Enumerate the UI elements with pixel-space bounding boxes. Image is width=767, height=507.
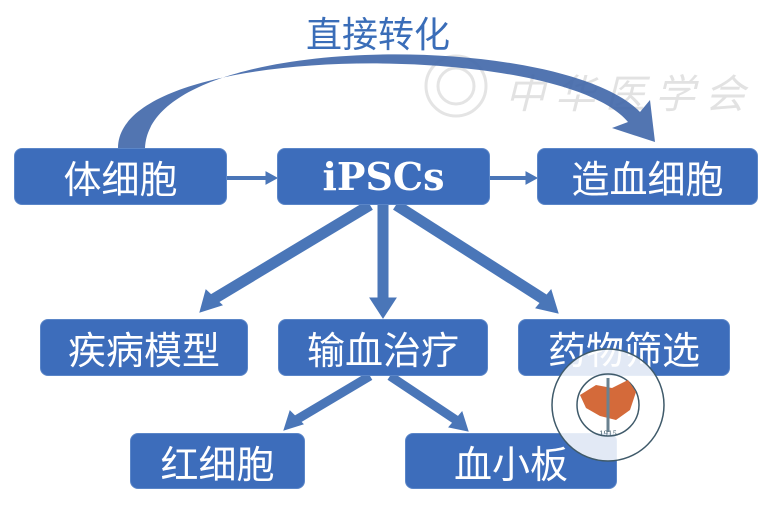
node-hematopoietic-cell: 造血细胞 [537, 148, 758, 205]
node-platelet: 血小板 [405, 433, 617, 489]
node-somatic-cell: 体细胞 [14, 148, 227, 205]
direct-conversion-label: 直接转化 [305, 15, 450, 56]
node-ipscs: iPSCs [277, 148, 490, 205]
arrow-transfusion-to-rbc [283, 372, 373, 431]
node-red-blood-cell: 红细胞 [130, 433, 305, 489]
arrow-ipsc-to-transfusion [369, 205, 397, 319]
node-drug-screening: 药物筛选 [518, 319, 730, 376]
direct-conversion-arc [118, 54, 655, 148]
arrow-ipsc-to-drug-screening [393, 200, 559, 314]
watermark-logo [424, 54, 488, 118]
arrow-transfusion-to-platelet [387, 372, 469, 432]
arrow-ipsc-to-hematopoietic [490, 171, 539, 185]
node-disease-model: 疾病模型 [40, 319, 248, 376]
node-transfusion-therapy: 输血治疗 [278, 319, 488, 376]
arrow-ipsc-to-disease-model [199, 200, 373, 313]
arrow-somatic-to-ipsc [227, 171, 279, 185]
